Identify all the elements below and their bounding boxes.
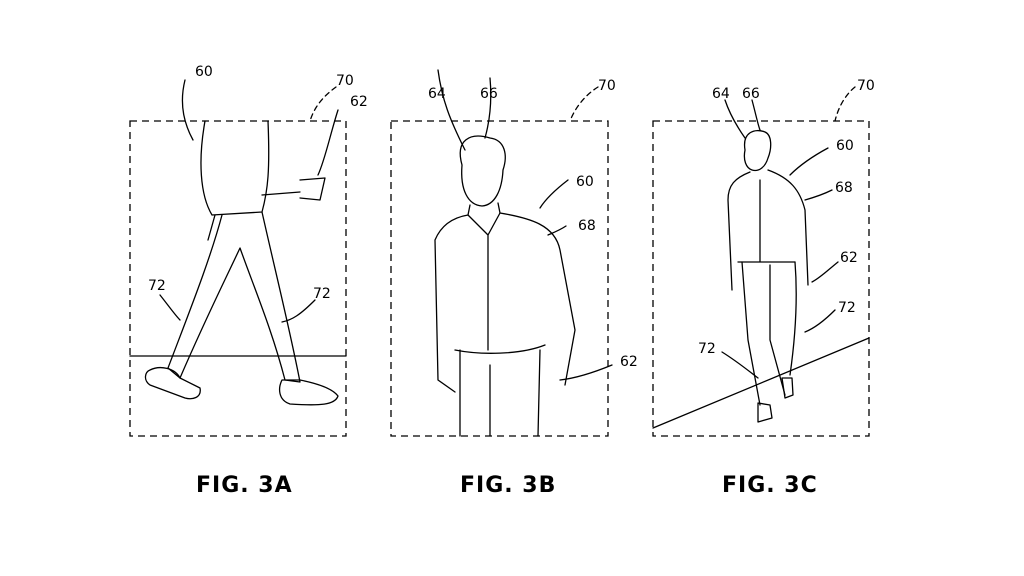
ref-72: 72 <box>838 300 856 316</box>
figure-caption: FIG. 3A <box>196 473 293 498</box>
figure-caption: FIG. 3C <box>722 473 818 498</box>
ref-64: 64 <box>712 86 730 102</box>
ref-68: 68 <box>835 180 853 196</box>
ref-62: 62 <box>620 354 638 370</box>
shirt <box>727 169 809 291</box>
ref-60: 60 <box>836 138 854 154</box>
arm-with-phone <box>207 177 326 241</box>
left-shoe <box>144 367 201 400</box>
frame-70 <box>390 120 609 437</box>
leader-70 <box>309 86 337 122</box>
head <box>459 135 506 207</box>
frame-70 <box>652 120 870 437</box>
ref-72: 72 <box>698 341 716 357</box>
ref-60: 60 <box>576 174 594 190</box>
shirt-and-pants <box>454 212 546 437</box>
ref-64: 64 <box>428 86 446 102</box>
ref-70: 70 <box>598 78 616 94</box>
figure-3a: 60 70 62 72 72 FIG. 3A <box>129 64 368 498</box>
torso <box>200 120 270 216</box>
floor-line <box>652 337 870 429</box>
figure-3b: 64 66 70 60 68 62 FIG. 3B <box>390 69 638 498</box>
ref-66: 66 <box>742 86 760 102</box>
ref-66: 66 <box>480 86 498 102</box>
legs <box>741 261 797 406</box>
leader-62 <box>317 109 339 176</box>
ref-68: 68 <box>578 218 596 234</box>
ref-72: 72 <box>313 286 331 302</box>
leader-70 <box>569 86 599 122</box>
ref-72: 72 <box>148 278 166 294</box>
ref-70: 70 <box>336 73 354 89</box>
leader-72a <box>159 294 181 321</box>
leaders <box>721 99 839 379</box>
shirt-outline <box>434 202 576 393</box>
head <box>743 129 772 172</box>
ref-62: 62 <box>350 94 368 110</box>
shoes <box>757 377 794 423</box>
leader-60 <box>181 79 194 141</box>
ref-70: 70 <box>857 78 875 94</box>
figure-caption: FIG. 3B <box>460 473 556 498</box>
frame-70 <box>129 120 347 437</box>
ref-62: 62 <box>840 250 858 266</box>
ref-60: 60 <box>195 64 213 80</box>
figure-3c: 64 66 70 60 68 62 72 72 FIG. 3C <box>652 78 875 498</box>
right-shoe <box>278 379 339 406</box>
legs <box>167 211 301 383</box>
leader-70 <box>834 86 856 122</box>
leaders <box>437 69 613 381</box>
leader-72b <box>281 299 316 323</box>
